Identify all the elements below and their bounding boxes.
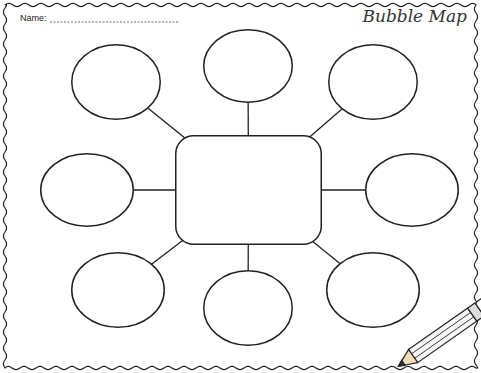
connector-line: [310, 109, 343, 137]
node-outline: [40, 153, 134, 227]
name-underline: [50, 22, 180, 23]
bubble: [40, 153, 134, 227]
name-label: Name:: [20, 13, 47, 23]
bubble: [328, 44, 418, 120]
bubble: [71, 252, 165, 328]
connector-line: [148, 108, 185, 138]
node-outline: [365, 153, 459, 227]
center-box: [175, 135, 322, 245]
node-outline: [203, 270, 293, 346]
title: Bubble Map: [362, 6, 467, 26]
node-outline: [328, 44, 418, 120]
node-outline: [326, 252, 420, 328]
connector-line: [133, 190, 176, 191]
node-outline: [175, 135, 322, 245]
connector-line: [248, 102, 249, 136]
node-outline: [71, 252, 165, 328]
bubble: [203, 29, 293, 103]
connector-line: [152, 240, 183, 264]
connector-line: [248, 244, 249, 271]
bubble: [365, 153, 459, 227]
node-outline: [71, 44, 161, 120]
connector-line: [313, 242, 341, 264]
bubble: [203, 270, 293, 346]
connector-line: [321, 190, 366, 191]
bubble: [71, 44, 161, 120]
node-outline: [203, 29, 293, 103]
bubble: [326, 252, 420, 328]
